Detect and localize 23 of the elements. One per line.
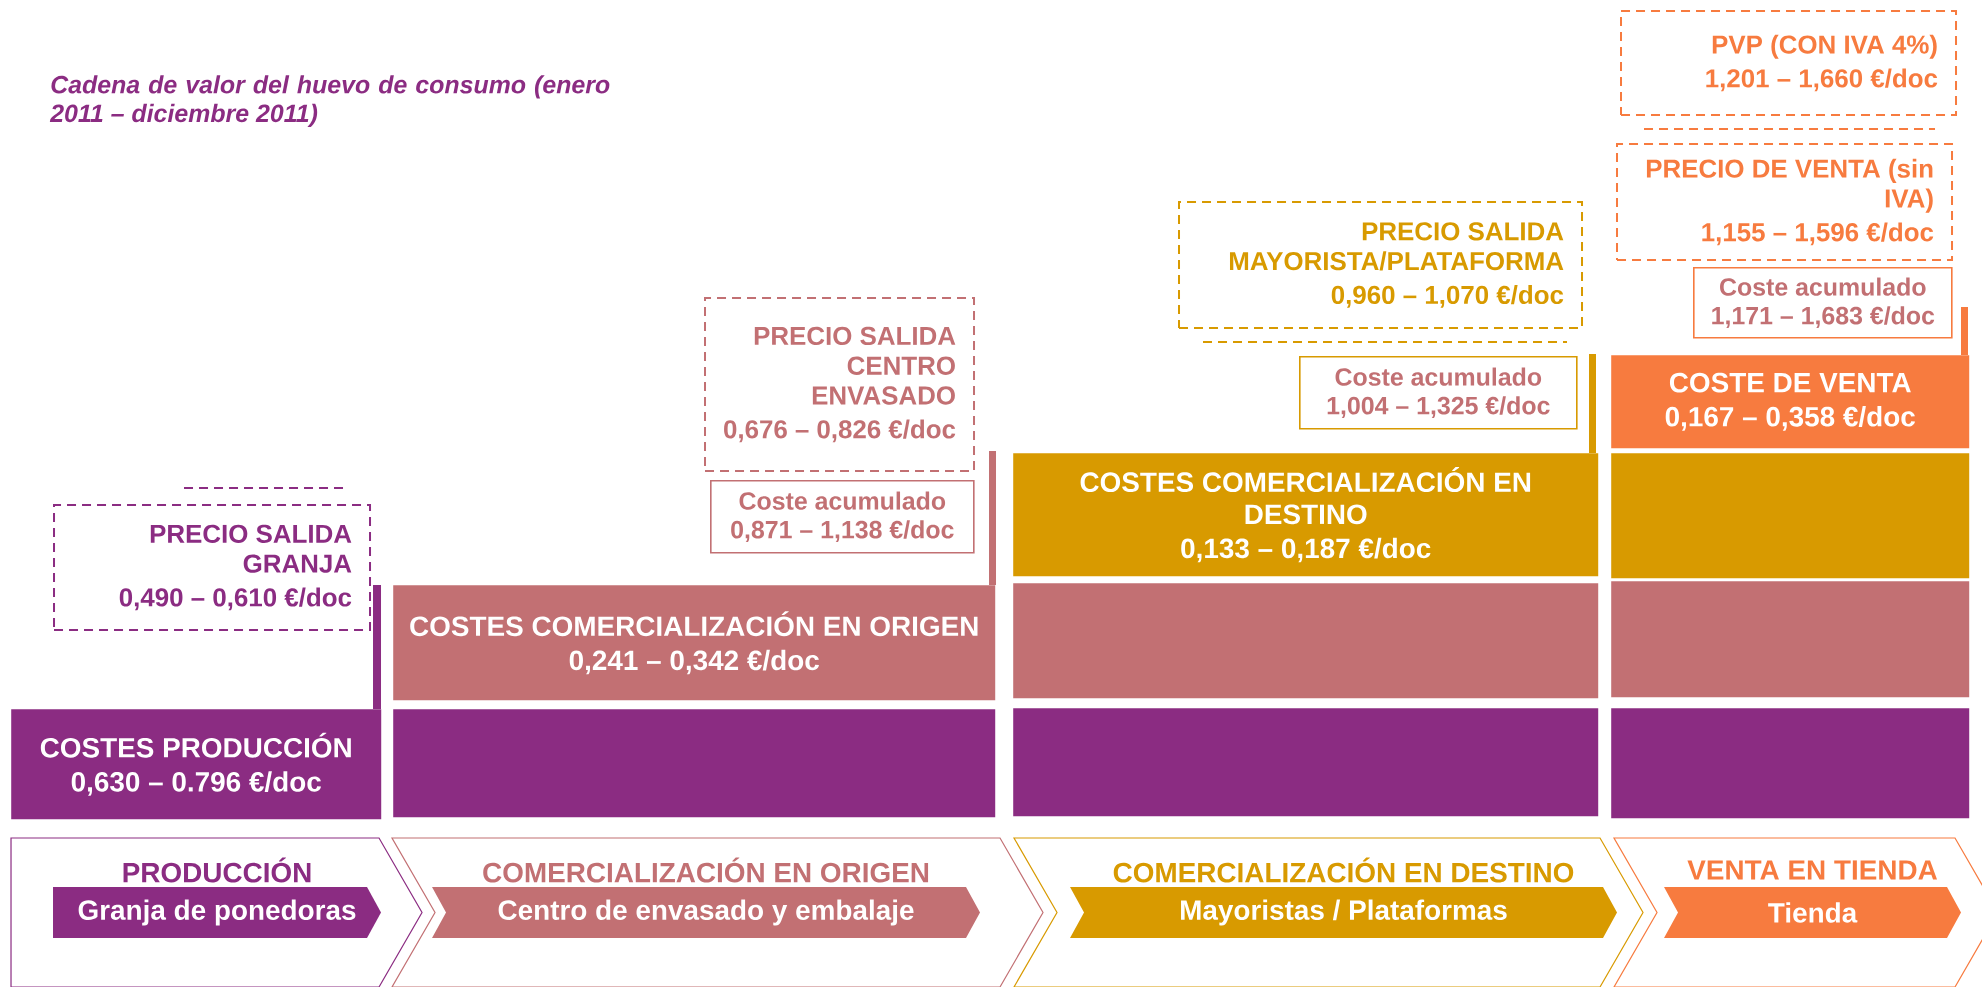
cost-box: Coste acumulado 1,004 – 1,325 €/doc [1299,356,1578,430]
bar-block [1611,708,1970,819]
price-box: PRECIO SALIDA CENTRO ENVASADO 0,676 – 0,826 €/doc [704,297,975,472]
cost-box: Coste acumulado 1,171 – 1,683 €/doc [1693,267,1953,339]
bar-block [1013,708,1599,817]
stage-label-band: Tienda [1664,887,1961,938]
price-box: PVP (CON IVA 4%) 1,201 – 1,660 €/doc [1620,10,1957,116]
cost-bar: COSTES COMERCIALIZACIÓN EN DESTINO 0,133 – 0,187 €/doc [1013,453,1599,577]
stage-label-band: Mayoristas / Plataformas [1070,887,1617,938]
title: Cadena de valor del huevo de consumo (enero 2011 – diciembre 2011) [49,75,610,128]
price-box: PRECIO SALIDA MAYORISTA/PLATAFORMA 0,960 – 1,070 €/doc [1178,201,1583,329]
bar-block [1013,583,1599,699]
bar-block [1611,453,1970,579]
cost-box: Coste acumulado 0,871 – 1,138 €/doc [710,480,975,554]
stage-label-band: Centro de envasado y embalaje [432,887,980,938]
cost-bar: COSTES COMERCIALIZACIÓN EN ORIGEN 0,241 – 0,342 €/doc [393,585,996,701]
cost-bar: COSTE DE VENTA 0,167 – 0,358 €/doc [1611,355,1970,449]
bar-block [393,709,996,818]
cost-bar: COSTES PRODUCCIÓN 0,630 – 0.796 €/doc [11,709,382,820]
bar-block [1611,581,1970,698]
price-box: PRECIO DE VENTA (sin IVA) 1,155 – 1,596 €/doc [1616,143,1953,261]
price-box: PRECIO SALIDA GRANJA 0,490 – 0,610 €/doc [53,504,371,631]
stage-label-band: Granja de ponedoras [53,887,381,938]
